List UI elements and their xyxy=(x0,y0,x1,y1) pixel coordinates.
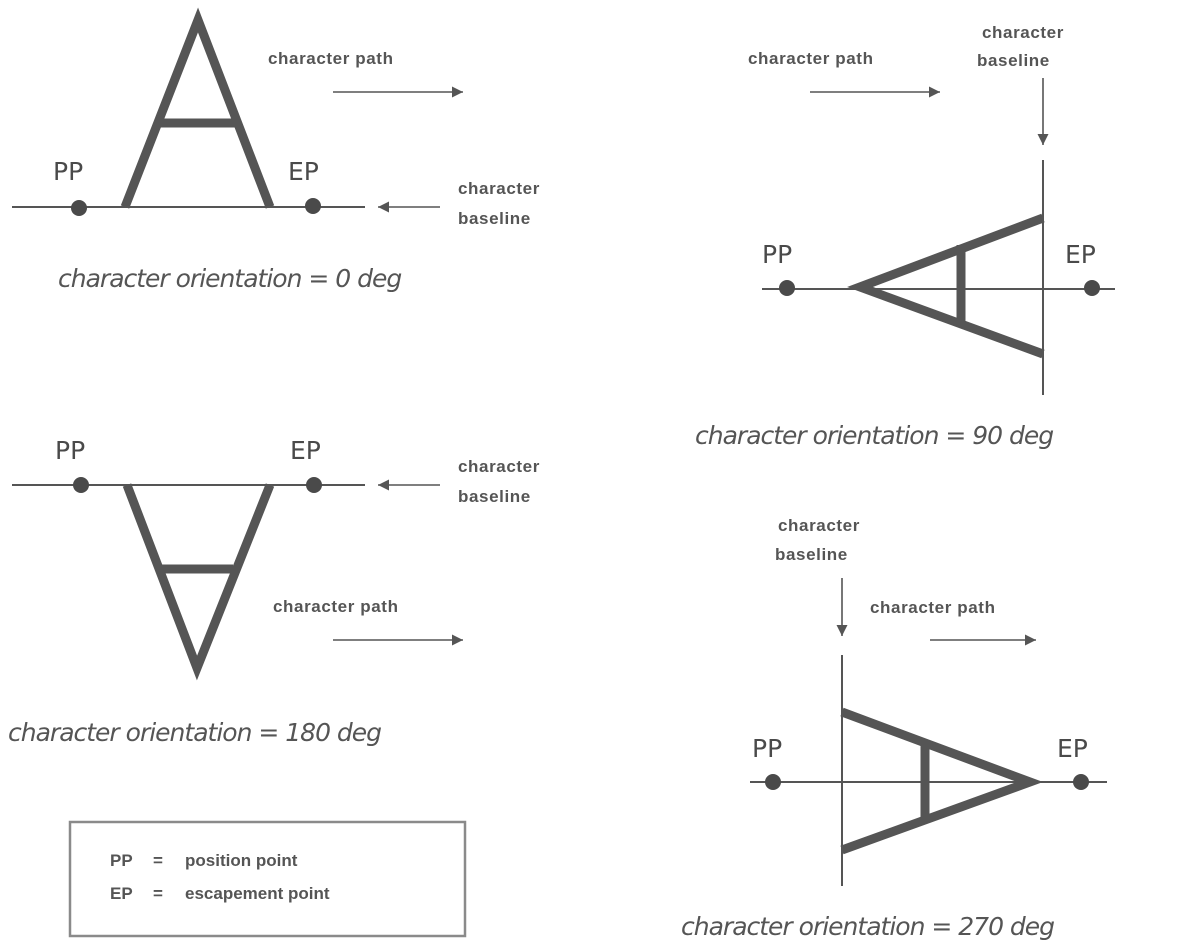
character-path-label: character path xyxy=(268,49,394,68)
panel-orientation-270: character baseline character path PP EP … xyxy=(681,516,1107,941)
pp-label: PP xyxy=(53,157,83,186)
glyph-a-inverted xyxy=(122,483,275,681)
legend-ep-sep: = xyxy=(153,884,163,903)
ep-label: EP xyxy=(1065,240,1096,269)
ep-label: EP xyxy=(288,157,319,186)
panel-orientation-180: PP EP character baseline character path … xyxy=(8,436,540,747)
legend-ep-abbr: EP xyxy=(110,884,133,903)
character-path-label: character path xyxy=(273,597,399,616)
character-path-label: character path xyxy=(870,598,996,617)
caption-orientation-0: character orientation = 0 deg xyxy=(58,264,401,293)
legend-ep-text: escapement point xyxy=(185,884,330,903)
position-point-dot xyxy=(71,200,87,216)
ep-label: EP xyxy=(290,436,321,465)
caption-orientation-180: character orientation = 180 deg xyxy=(8,718,381,747)
escapement-point-dot xyxy=(1084,280,1100,296)
escapement-point-dot xyxy=(306,477,322,493)
panel-orientation-90: character path character baseline PP EP … xyxy=(695,23,1115,450)
character-path-label: character path xyxy=(748,49,874,68)
pp-label: PP xyxy=(752,734,782,763)
legend-pp-text: position point xyxy=(185,851,298,870)
ep-label: EP xyxy=(1057,734,1088,763)
legend-frame xyxy=(68,820,467,938)
baseline-label-line2: baseline xyxy=(775,545,848,564)
pp-label: PP xyxy=(55,436,85,465)
escapement-point-dot xyxy=(305,198,321,214)
glyph-a-rotated-270 xyxy=(840,707,1044,855)
position-point-dot xyxy=(73,477,89,493)
position-point-dot xyxy=(779,280,795,296)
panel-orientation-0: PP EP character path character baseline … xyxy=(12,7,540,293)
legend-pp-sep: = xyxy=(153,851,163,870)
glyph-a-upright xyxy=(120,7,275,209)
baseline-label-line1: character xyxy=(778,516,860,535)
position-point-dot xyxy=(765,774,781,790)
glyph-a-rotated-90 xyxy=(847,213,1045,359)
baseline-label-line1: character xyxy=(458,457,540,476)
baseline-label-line2: baseline xyxy=(977,51,1050,70)
caption-orientation-90: character orientation = 90 deg xyxy=(695,421,1053,450)
baseline-label-line2: baseline xyxy=(458,487,531,506)
legend-pp-abbr: PP xyxy=(110,851,133,870)
caption-orientation-270: character orientation = 270 deg xyxy=(681,912,1054,941)
pp-label: PP xyxy=(762,240,792,269)
baseline-label-line1: character xyxy=(982,23,1064,42)
baseline-label-line1: character xyxy=(458,179,540,198)
legend-box: PP = position point EP = escapement poin… xyxy=(68,820,467,938)
baseline-label-line2: baseline xyxy=(458,209,531,228)
escapement-point-dot xyxy=(1073,774,1089,790)
